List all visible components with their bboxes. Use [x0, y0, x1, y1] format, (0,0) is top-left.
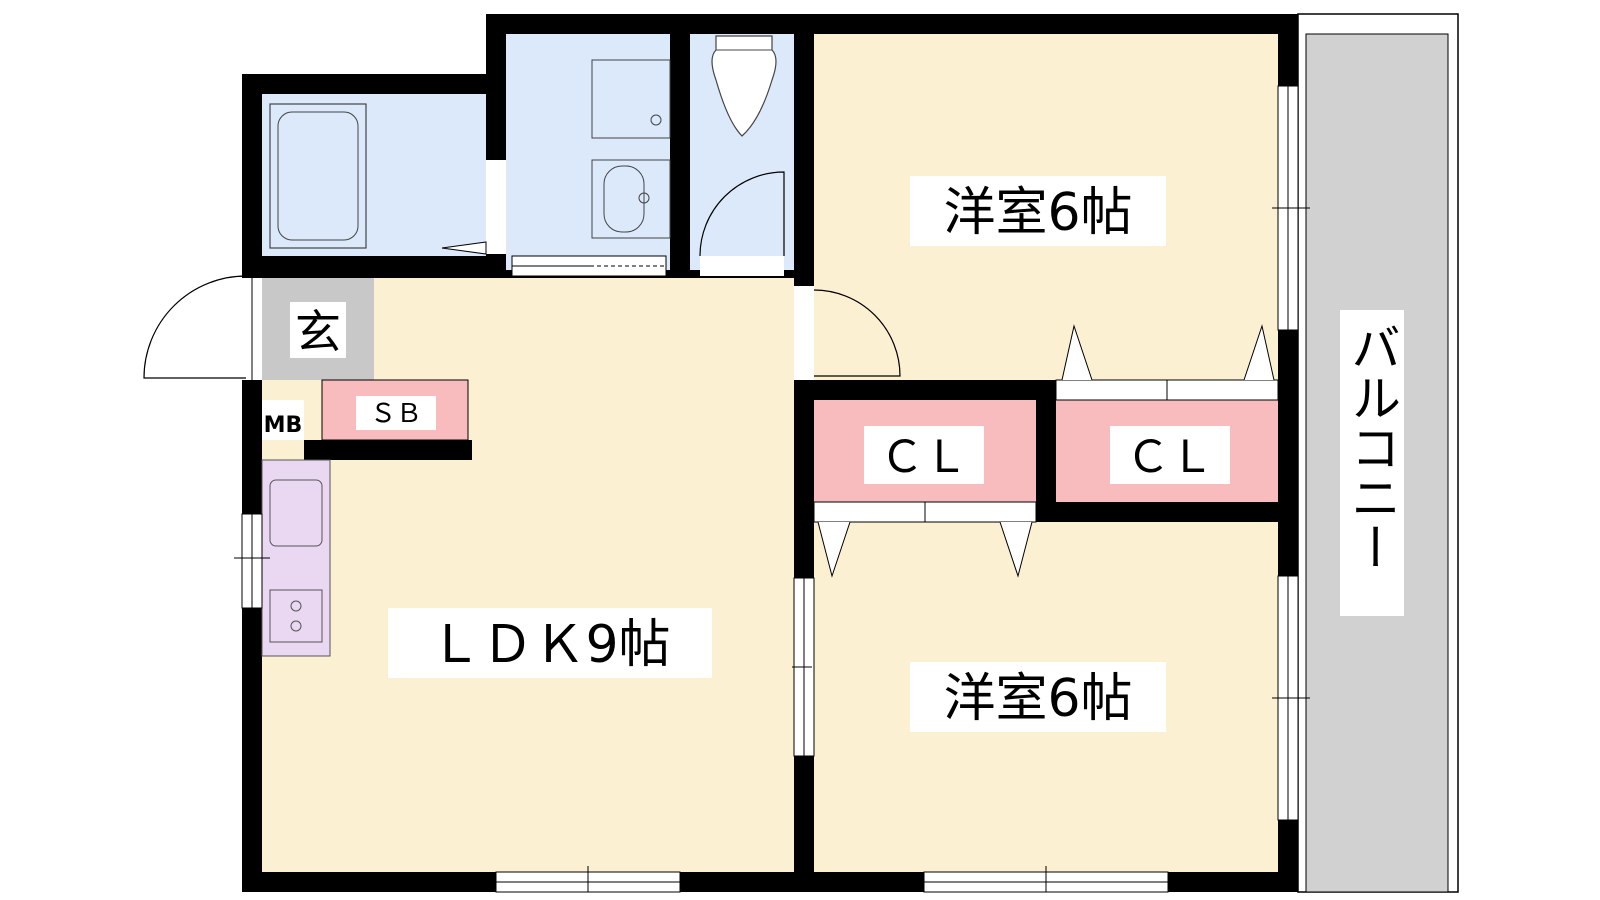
bath-door-fold-icon	[441, 241, 487, 255]
stove-icon	[269, 589, 323, 643]
door-western-upper-opening	[794, 286, 814, 380]
meter-box-area	[262, 400, 304, 440]
door-western-upper-swing-icon	[813, 289, 901, 377]
closet-left-fold-icon-left	[817, 521, 851, 578]
washing-machine-icon	[591, 59, 671, 139]
western-upper-label: 洋室6帖	[943, 183, 1132, 243]
meter-box-label: MB	[264, 413, 303, 438]
toilet-door-swing-icon	[699, 171, 785, 257]
western-lower-label: 洋室6帖	[943, 669, 1132, 729]
closet-right-label: ＣＬ	[1126, 432, 1214, 483]
kitchen-sink-icon	[269, 479, 323, 547]
bath-door-opening	[486, 160, 506, 254]
shoe-box-wall	[304, 440, 472, 460]
balcony-label: バルコニー	[1343, 322, 1401, 572]
closet-left-fold-icon-right	[999, 521, 1033, 578]
bathtub-icon	[269, 103, 367, 249]
sink-icon	[591, 159, 671, 239]
toilet-icon	[711, 35, 777, 137]
closet-right-fold-icon-left	[1061, 324, 1093, 381]
kitchen-counter	[261, 459, 331, 657]
ldk-label: ＬＤＫ9帖	[429, 615, 670, 675]
toilet-door-opening	[700, 256, 784, 276]
shoe-box-label: ＳＢ	[370, 399, 422, 429]
closet-left-label: ＣＬ	[880, 432, 968, 483]
entrance-label: 玄	[295, 305, 341, 359]
closet-right-fold-icon-right	[1243, 324, 1275, 381]
entrance-door-swing-icon	[143, 275, 247, 379]
